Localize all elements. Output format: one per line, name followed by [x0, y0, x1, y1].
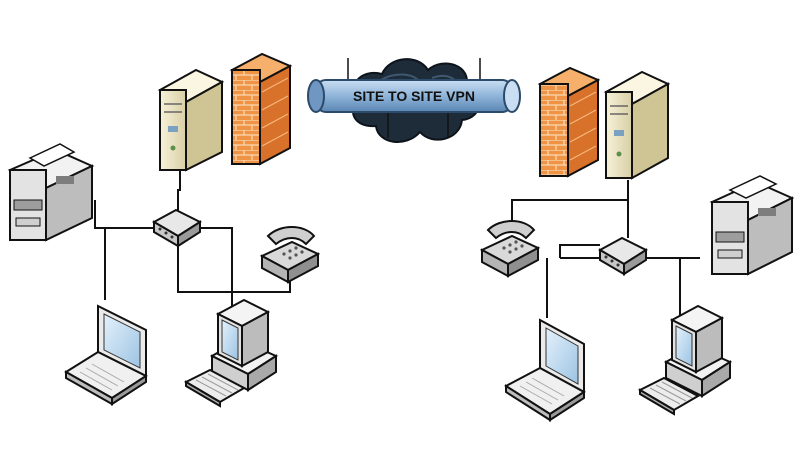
laptop-right	[504, 318, 586, 422]
cable-server-hub-left	[177, 168, 181, 212]
phone-right	[479, 220, 541, 278]
printer-right	[709, 175, 795, 276]
cable-phone-hub-right	[559, 244, 600, 258]
server-left	[157, 68, 225, 172]
desktop-left	[183, 298, 279, 408]
laptop-left	[64, 304, 149, 406]
vpn-tunnel	[307, 79, 521, 113]
vpn-tunnel-poles	[347, 58, 481, 138]
phone-left	[259, 226, 321, 284]
left-cables	[94, 168, 291, 318]
firewall-left	[229, 52, 293, 166]
vpn-label: SITE TO SITE VPN	[353, 88, 475, 104]
firewall-right	[537, 66, 601, 178]
cable-printer-hub-left	[94, 200, 155, 229]
hub-right	[597, 236, 649, 276]
desktop-right	[637, 304, 733, 416]
hub-left	[151, 208, 203, 248]
printer-left	[7, 143, 95, 242]
cable-server-phone-right	[511, 180, 629, 222]
server-right	[603, 70, 671, 180]
cable-desktop-hub-left	[200, 227, 233, 318]
